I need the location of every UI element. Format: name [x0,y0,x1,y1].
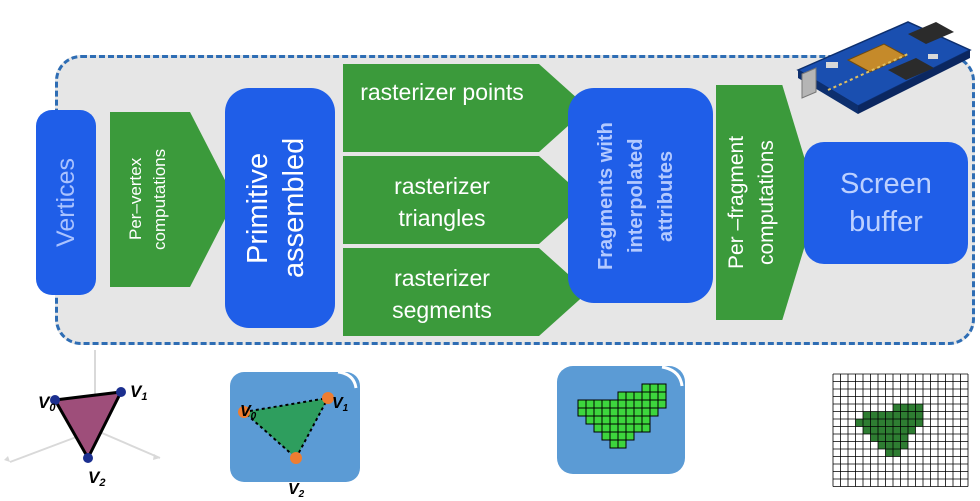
per-vertex-label: Per–vertex computations [126,148,169,250]
fragment-cell [657,399,667,409]
fragment-cell [593,407,603,417]
assembled-triangle-icon: V0 V1 V2 [230,370,360,500]
fragment-cell [625,391,635,401]
screen-buffer-box: Screen buffer [804,142,968,264]
fragment-cell [649,391,659,401]
fragment-cell [601,431,611,441]
fragment-cell [649,399,659,409]
fragments-label: Fragments with interpolated attributes [594,121,677,270]
fragment-cell [585,407,595,417]
fragment-cell [633,391,643,401]
fragment-cell [625,431,635,441]
fragments-box: Fragments with interpolated attributes [568,88,713,303]
fragment-cell [617,407,627,417]
fragment-cell [633,407,643,417]
fragments-icon [557,365,685,474]
fragment-cell [617,423,627,433]
fragment-cell [625,407,635,417]
fragment-cell [641,415,651,425]
fragment-cell [657,383,667,393]
rasterizer-triangles-arrow: rasterizer triangles [343,156,588,244]
fragment-cell [601,399,611,409]
per-fragment-label: Per –fragment computations [725,135,778,270]
rasterizer-points-arrow: rasterizer points [343,64,588,152]
screen-grid-icon [832,373,969,487]
screen-buffer-label: Screen buffer [840,168,932,238]
fragment-cell [617,431,627,441]
fragment-cell [617,439,627,449]
fragment-cell [633,415,643,425]
graphics-card-image [796,21,972,114]
primitive-assembled-label: Primitive assembled [242,137,310,279]
grid-fill-row [863,426,916,434]
fragment-cell [601,423,611,433]
fragment-cell [601,415,611,425]
fragment-cell [641,423,651,433]
fragment-cell [585,415,595,425]
v1-label-2: V1 [332,395,349,414]
v2-label-2: V2 [288,481,305,500]
v2-label: V2 [88,468,105,489]
fragment-cell [585,399,595,409]
fragment-cell [657,391,667,401]
vertices-label: Vertices [51,158,80,247]
fragment-cell [577,399,587,409]
fragment-cell [617,399,627,409]
rasterizer-segments-arrow: rasterizer segments [343,248,588,336]
fragment-cell [617,415,627,425]
fragment-cell [601,407,611,417]
fragment-cell [593,423,603,433]
v1-label: V1 [130,382,147,403]
fragment-cell [641,391,651,401]
fragment-cell [617,391,627,401]
fragment-cell [577,407,587,417]
fragment-cell [609,399,619,409]
fragment-cell [649,407,659,417]
fragment-cell [609,431,619,441]
vertices-box: Vertices [36,110,96,295]
fragment-cell [609,415,619,425]
fragment-cell [625,415,635,425]
fragment-cell [625,423,635,433]
fragment-cell [625,399,635,409]
grid-fill-row [870,434,908,442]
rasterizer-triangles-label: rasterizer triangles [394,173,490,231]
fragment-cell [609,407,619,417]
fragment-cell [609,439,619,449]
fragment-cell [593,415,603,425]
fragment-cell [633,399,643,409]
fragment-cell [633,423,643,433]
grid-fill-row [855,419,923,427]
fragment-cell [641,407,651,417]
v0-label-2: V0 [240,403,257,422]
triangle-vertices-icon: V0 V1 V2 [4,350,161,489]
fragment-cell [641,383,651,393]
fragment-cell [649,383,659,393]
primitive-assembled-box: Primitive assembled [225,88,335,328]
rasterizer-segments-label: rasterizer segments [392,265,492,323]
v0-label: V0 [38,393,56,414]
rasterizer-points-label: rasterizer points [360,79,524,105]
fragment-cell [609,423,619,433]
fragment-cell [641,399,651,409]
fragment-cell [593,399,603,409]
